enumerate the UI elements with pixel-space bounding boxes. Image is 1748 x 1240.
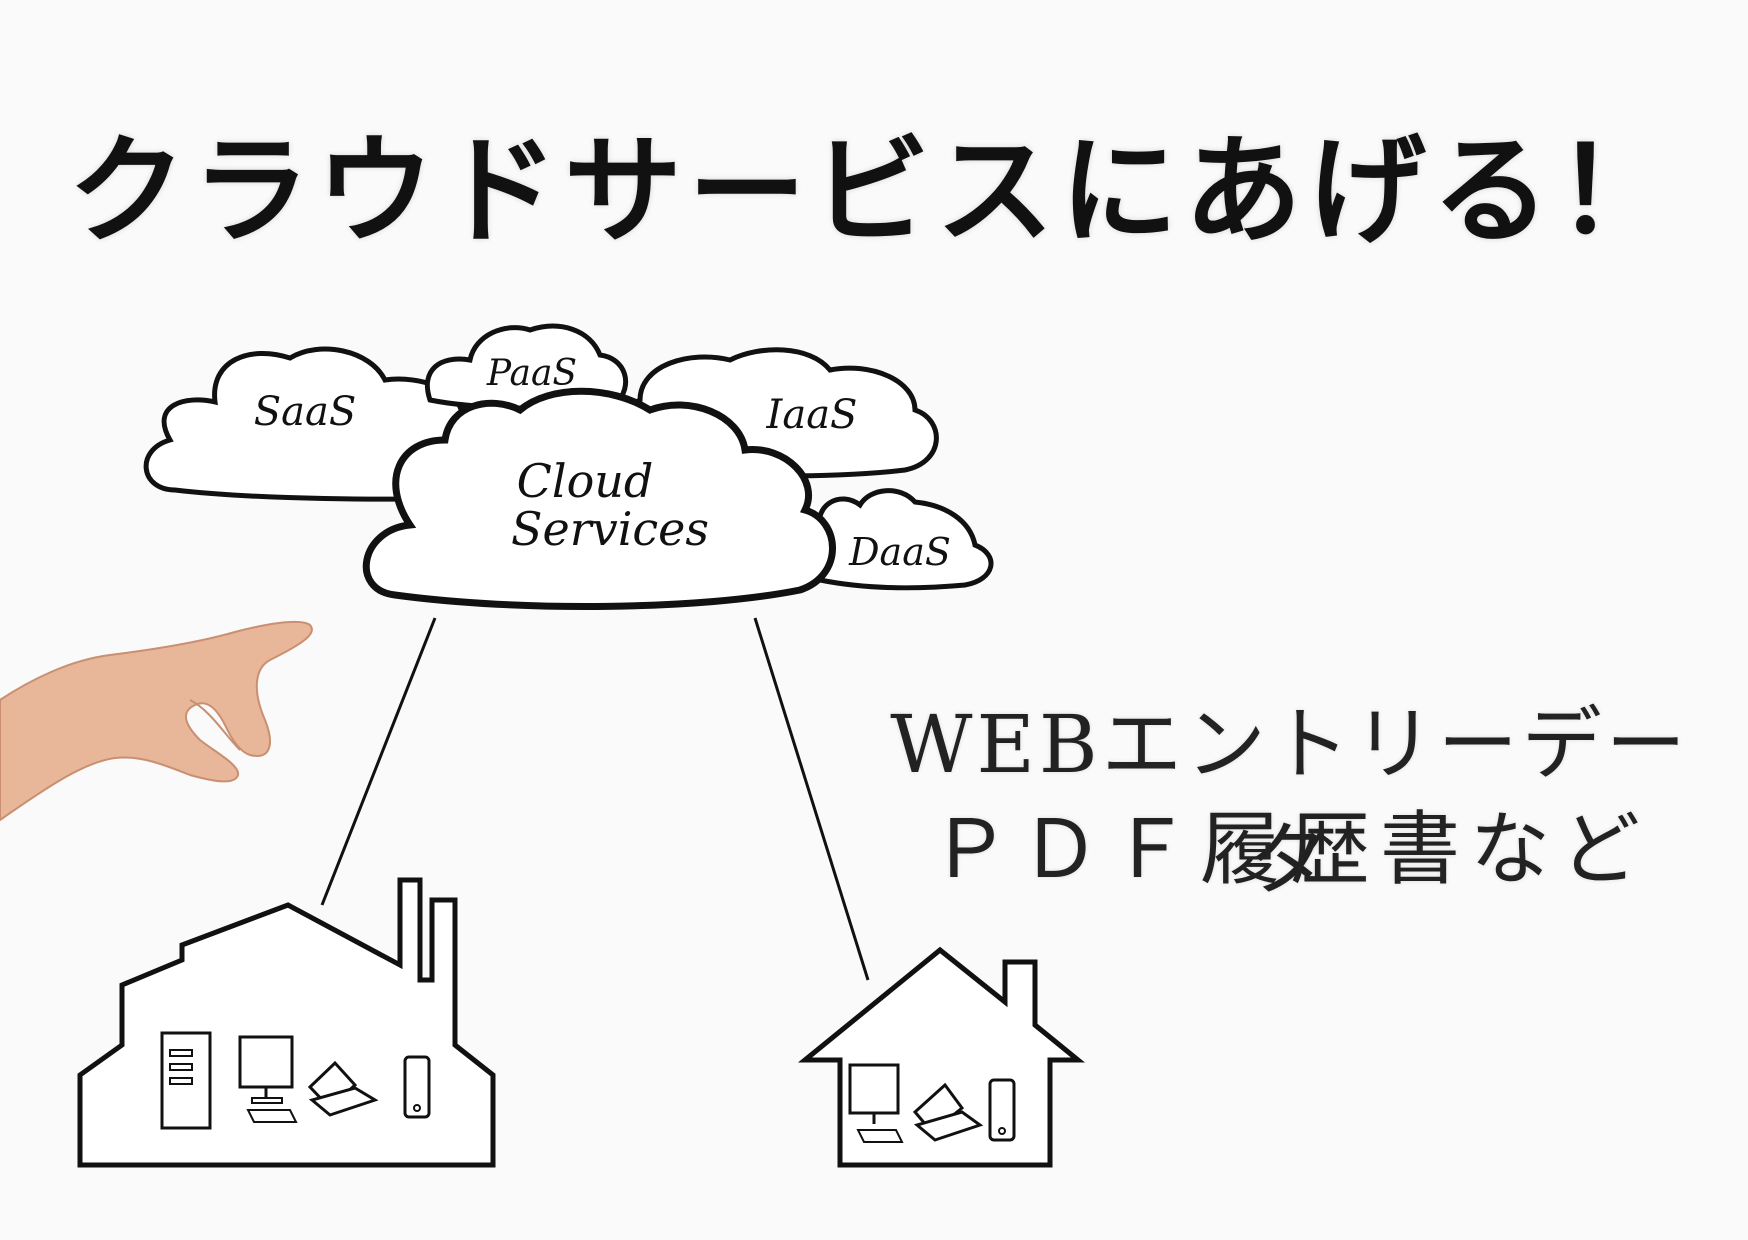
office-building-icon xyxy=(77,877,496,1168)
daas-label: DaaS xyxy=(848,530,951,574)
cloud-services: Cloud Services xyxy=(362,387,836,610)
laptop-icon xyxy=(307,1060,379,1117)
smartphone-icon xyxy=(988,1078,1016,1142)
note-line-2: ＰＤＦ履歴書など xyxy=(930,803,1650,896)
pointing-hand-icon xyxy=(0,620,313,822)
iaas-label: IaaS xyxy=(766,392,858,438)
connector-line-home xyxy=(753,617,870,981)
note-line-1: WEBエントリーデータ xyxy=(890,698,1690,907)
cloud-services-line2: Services xyxy=(511,502,709,556)
server-tower-icon xyxy=(160,1031,212,1130)
smartphone-icon xyxy=(403,1055,431,1119)
connector-line-office xyxy=(320,617,437,906)
saas-label: SaaS xyxy=(254,389,357,435)
house-icon xyxy=(797,946,1086,1168)
cloud-services-line1: Cloud xyxy=(517,454,654,508)
paas-label: PaaS xyxy=(486,353,577,394)
desktop-monitor-icon xyxy=(238,1035,298,1123)
page-title: クラウドサービスにあげる！ xyxy=(67,122,1680,260)
desktop-monitor-icon xyxy=(848,1063,904,1143)
laptop-icon xyxy=(912,1082,984,1142)
